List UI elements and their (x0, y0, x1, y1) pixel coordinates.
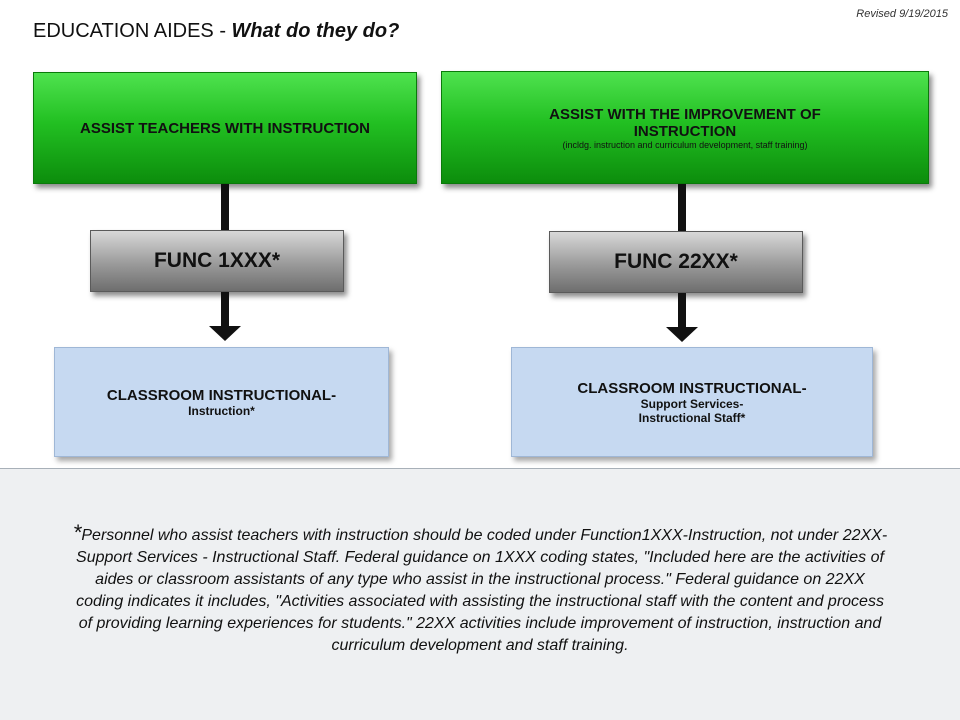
footnote-text: *Personnel who assist teachers with inst… (70, 522, 890, 657)
assist-improvement-box: ASSIST WITH THE IMPROVEMENT OF INSTRUCTI… (441, 71, 929, 184)
page-title: EDUCATION AIDES - What do they do? (33, 20, 399, 43)
assist-teachers-box: ASSIST TEACHERS WITH INSTRUCTION (33, 72, 417, 184)
title-main: EDUCATION AIDES - (33, 20, 232, 42)
classroom-instruction-sub: Instruction* (188, 403, 255, 418)
assist-improvement-note: (incldg. instruction and curriculum deve… (562, 139, 808, 150)
revised-date: Revised 9/19/2015 (856, 8, 948, 20)
footnote-body: Personnel who assist teachers with instr… (76, 527, 888, 654)
classroom-support-box: CLASSROOM INSTRUCTIONAL- Support Service… (511, 347, 873, 457)
assist-improvement-line2: INSTRUCTION (633, 122, 737, 140)
right-arrowhead (666, 327, 698, 342)
left-arrowhead (209, 326, 241, 341)
right-connector-upper (678, 184, 686, 232)
func-22xx-box: FUNC 22XX* (549, 231, 803, 293)
func-1xxx-box: FUNC 1XXX* (90, 230, 344, 292)
func-1xxx-label: FUNC 1XXX* (153, 249, 281, 272)
right-connector-lower (678, 293, 686, 329)
assist-teachers-label: ASSIST TEACHERS WITH INSTRUCTION (79, 119, 370, 137)
func-22xx-label: FUNC 22XX* (614, 250, 738, 273)
classroom-instruction-title: CLASSROOM INSTRUCTIONAL- (106, 386, 337, 404)
left-connector-upper (221, 184, 229, 231)
classroom-support-sub1: Support Services- (640, 396, 744, 411)
classroom-instruction-box: CLASSROOM INSTRUCTIONAL- Instruction* (54, 347, 389, 457)
footnote-panel (0, 468, 960, 720)
assist-improvement-line1: ASSIST WITH THE IMPROVEMENT OF (549, 105, 821, 123)
classroom-support-title: CLASSROOM INSTRUCTIONAL- (577, 379, 807, 397)
footnote-star: * (72, 520, 82, 545)
left-connector-lower (221, 292, 229, 328)
classroom-support-sub2: Instructional Staff* (638, 410, 746, 425)
title-question: What do they do? (231, 20, 400, 42)
